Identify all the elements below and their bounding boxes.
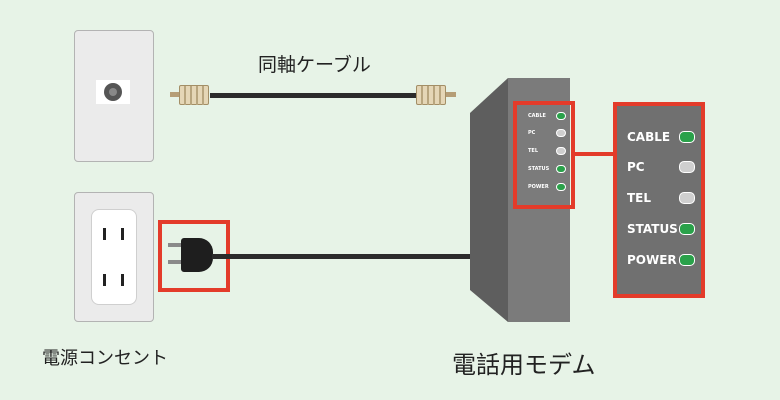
coax-cable-line	[210, 93, 420, 98]
led-cable-indicator	[679, 131, 695, 143]
led-row-power: POWER	[627, 253, 695, 267]
led-row-status: STATUS	[627, 222, 695, 236]
small-led-status-indicator	[556, 165, 566, 173]
outlet-slot	[103, 228, 106, 240]
small-led-label: STATUS	[528, 166, 550, 172]
modem-led-panel: CABLE PC TEL STATUS POWER	[524, 110, 566, 202]
small-led-row-power: POWER	[528, 183, 566, 191]
outlet-slot	[103, 274, 106, 286]
coax-connector-left[interactable]	[170, 84, 214, 106]
small-led-label: PC	[528, 130, 536, 136]
led-label-cable: CABLE	[627, 130, 671, 144]
coax-connector-right[interactable]	[416, 84, 460, 106]
modem-led-panel-highlight	[513, 101, 575, 209]
small-led-row-status: STATUS	[528, 165, 566, 173]
led-pc-indicator	[679, 161, 695, 173]
modem-body	[470, 78, 570, 322]
led-power-indicator	[679, 254, 695, 266]
led-tel-indicator	[679, 192, 695, 204]
outlet-slot	[121, 228, 124, 240]
small-led-pc-indicator	[556, 129, 566, 137]
coax-wall-plate	[74, 30, 154, 162]
small-led-label: TEL	[528, 148, 539, 154]
led-row-tel: TEL	[627, 191, 695, 205]
power-outlet	[91, 209, 137, 305]
small-led-row-cable: CABLE	[528, 112, 566, 120]
outlet-label: 電源コンセント	[42, 348, 168, 369]
small-led-label: POWER	[528, 184, 549, 190]
led-label-pc: PC	[627, 160, 645, 174]
small-led-label: CABLE	[528, 113, 546, 119]
led-row-pc: PC	[627, 160, 695, 174]
plug-prong	[168, 260, 182, 264]
power-outlet-plate	[74, 192, 154, 322]
small-led-row-tel: TEL	[528, 147, 566, 155]
small-led-power-indicator	[556, 183, 566, 191]
led-label-tel: TEL	[627, 191, 652, 205]
led-panel-zoom: CABLE PC TEL STATUS POWER	[613, 102, 705, 298]
coax-jack-hole	[104, 83, 122, 101]
led-label-power: POWER	[627, 253, 677, 267]
coax-cable-label: 同軸ケーブル	[258, 54, 371, 76]
coax-jack	[96, 80, 130, 104]
led-row-cable: CABLE	[627, 130, 695, 144]
plug-body	[181, 238, 213, 272]
plug-prong	[168, 243, 182, 247]
power-cable-line	[212, 254, 474, 259]
modem-label: 電話用モデム	[452, 351, 596, 379]
small-led-cable-indicator	[556, 112, 566, 120]
outlet-slot	[121, 274, 124, 286]
small-led-row-pc: PC	[528, 129, 566, 137]
small-led-tel-indicator	[556, 147, 566, 155]
zoom-connector-line	[575, 152, 615, 156]
led-status-indicator	[679, 223, 695, 235]
led-label-status: STATUS	[627, 222, 678, 236]
